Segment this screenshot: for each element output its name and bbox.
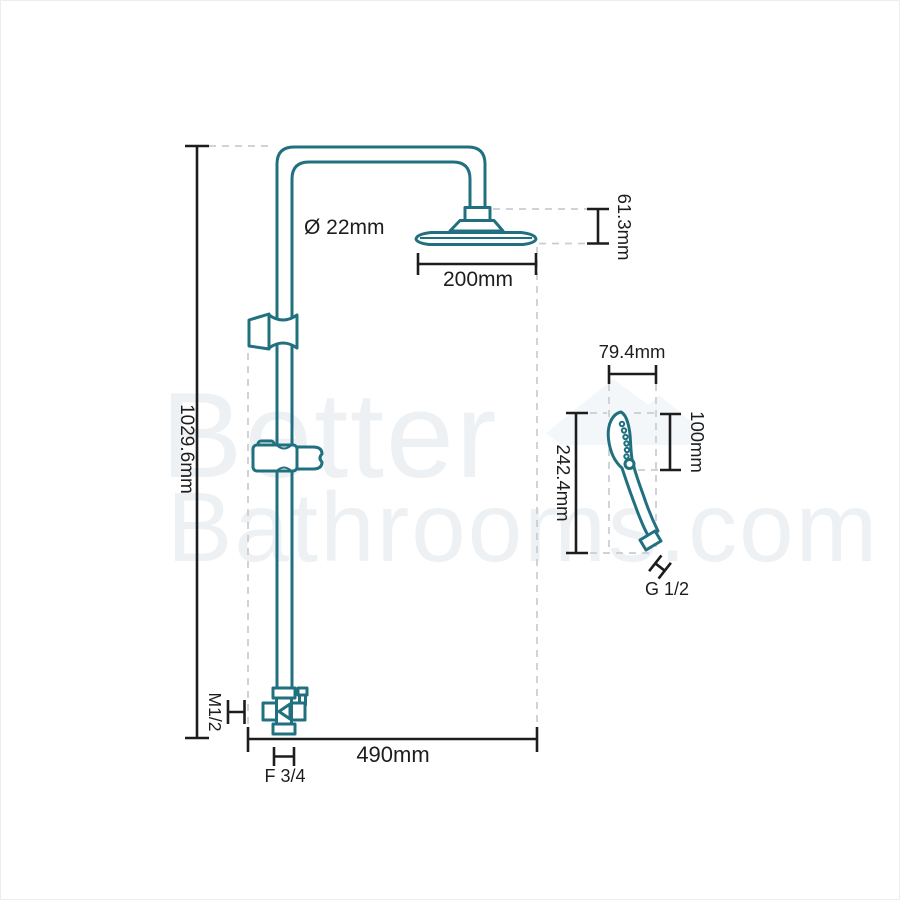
watermark: Better Bathrooms.com	[161, 367, 879, 582]
riser-pipe	[275, 145, 487, 689]
diverter-valve	[261, 686, 309, 736]
dim-base-width: 490mm	[246, 727, 539, 767]
handheld-shower	[606, 410, 663, 552]
dim-handset-length: 242.4mm	[553, 411, 588, 555]
dim-head-width-label: 200mm	[443, 268, 513, 291]
dim-handset-head-height: 100mm	[660, 411, 708, 473]
side-thread-label: M1/2	[205, 693, 225, 732]
dim-handset-head-height-label: 100mm	[687, 411, 708, 473]
watermark-line1: Better	[161, 367, 499, 503]
handset-thread: G 1/2	[645, 554, 689, 599]
handset-holder	[251, 439, 324, 473]
overhead-shower-head	[414, 206, 538, 246]
pipe-diameter-label: Ø 22mm	[304, 216, 385, 239]
bottom-thread: F 3/4	[264, 747, 306, 786]
dim-head-depth: 61.3mm	[587, 194, 635, 261]
dim-head-width: 200mm	[416, 253, 538, 291]
watermark-line2: Bathrooms.com	[167, 472, 879, 582]
handheld-connector-cap	[638, 529, 663, 552]
dim-head-depth-label: 61.3mm	[614, 194, 635, 261]
handheld-ring	[623, 458, 636, 470]
side-thread: M1/2	[205, 693, 246, 732]
dim-handset-width-label: 79.4mm	[599, 341, 666, 362]
guide-lines	[209, 145, 660, 727]
dim-handset-width: 79.4mm	[599, 341, 666, 384]
handset-thread-label: G 1/2	[645, 579, 689, 599]
dim-handset-length-label: 242.4mm	[553, 444, 574, 521]
dim-base-width-label: 490mm	[356, 742, 429, 767]
wall-bracket	[247, 312, 299, 351]
bottom-thread-label: F 3/4	[264, 766, 305, 786]
handheld-spray-face	[618, 420, 631, 460]
dim-total-height: 1029.6mm	[176, 144, 209, 740]
dim-total-height-label: 1029.6mm	[176, 404, 197, 494]
watermark-house-icon	[546, 379, 703, 445]
